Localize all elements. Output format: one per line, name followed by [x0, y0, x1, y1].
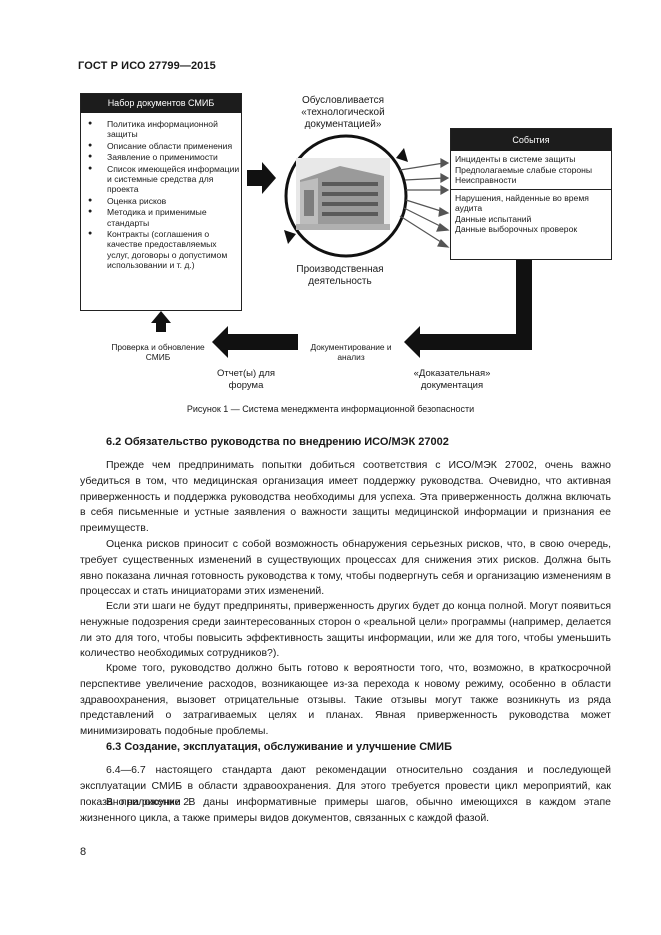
figure-caption: Рисунок 1 — Система менеджмента информац…: [186, 404, 475, 414]
list-item: Методика и применимые стандарты: [88, 207, 241, 228]
paragraph: Кроме того, руководство должно быть гото…: [80, 662, 611, 738]
figure-graphics: [151, 134, 532, 358]
arrow-analysis-to-report: [212, 326, 298, 358]
event-item: Данные выборочных проверок: [455, 224, 578, 234]
paragraph: Оценка рисков приносит с собой возможнос…: [80, 538, 611, 598]
events-group-incidents: Инциденты в системе защиты Предполагаемы…: [451, 151, 611, 189]
paragraph: Если эти шаги не будут предприняты, прив…: [80, 600, 611, 660]
documentation-analysis-label: Документирование и анализ: [310, 342, 392, 362]
smib-documents-box: Набор документов СМИБ Политика информаци…: [80, 93, 242, 311]
event-item: Предполагаемые слабые стороны: [455, 164, 593, 175]
paragraph: Прежде чем предпринимать попытки добитьс…: [80, 459, 611, 535]
paragraph: В приложении В даны информативные пример…: [80, 796, 611, 824]
event-item: Инциденты в системе защиты: [455, 154, 576, 164]
cycle-top-label: Обусловливается «технологической докумен…: [301, 95, 385, 130]
cycle-arrowhead-bottom: [284, 230, 296, 244]
check-update-label: Проверка и обновление СМИБ: [111, 342, 205, 362]
smib-documents-title: Набор документов СМИБ: [81, 94, 241, 113]
arrow-events-to-bottom: [404, 258, 532, 358]
list-item: Контракты (соглашения о качестве предост…: [88, 229, 241, 271]
document-header: ГОСТ Р ИСО 27799—2015: [78, 60, 216, 72]
arrows-cycle-to-events: [399, 157, 450, 248]
arrow-update-to-docs: [151, 311, 171, 332]
list-item: Описание области применения: [88, 141, 241, 152]
events-box: События Инциденты в системе защиты Предп…: [450, 128, 612, 260]
event-item: Данные испытаний: [455, 213, 532, 224]
arrow-docs-to-cycle: [247, 162, 276, 194]
events-group-audit: Нарушения, найденные во время аудита Дан…: [451, 190, 611, 238]
list-item: Политика информационной защиты: [88, 119, 241, 140]
evidence-documentation-label: «Доказательная» документация: [413, 368, 491, 391]
list-item: Заявление о применимости: [88, 152, 241, 163]
event-item: Нарушения, найденные во время аудита: [455, 192, 589, 214]
events-divider: [451, 188, 611, 190]
building-photo: [296, 158, 390, 230]
page-number: 8: [80, 846, 87, 858]
list-item: Оценка рисков: [88, 196, 241, 207]
report-label: Отчет(ы) для форума: [216, 368, 276, 391]
list-item: Список имеющейся информации и системные …: [88, 164, 241, 195]
cycle-circle: [284, 134, 408, 258]
section-6-3-title: 6.3 Создание, эксплуатация, обслуживание…: [106, 741, 452, 753]
cycle-arrowhead-top: [396, 148, 408, 162]
events-title: События: [451, 129, 611, 151]
section-6-2-title: 6.2 Обязательство руководства по внедрен…: [106, 436, 449, 448]
smib-documents-list: Политика информационной защиты Описание …: [81, 119, 241, 271]
cycle-bottom-label: Производственная деятельность: [296, 264, 384, 287]
event-item: Неисправности: [455, 175, 517, 185]
paragraph: 6.4—6.7 настоящего стандарта дают рекоме…: [80, 764, 611, 808]
